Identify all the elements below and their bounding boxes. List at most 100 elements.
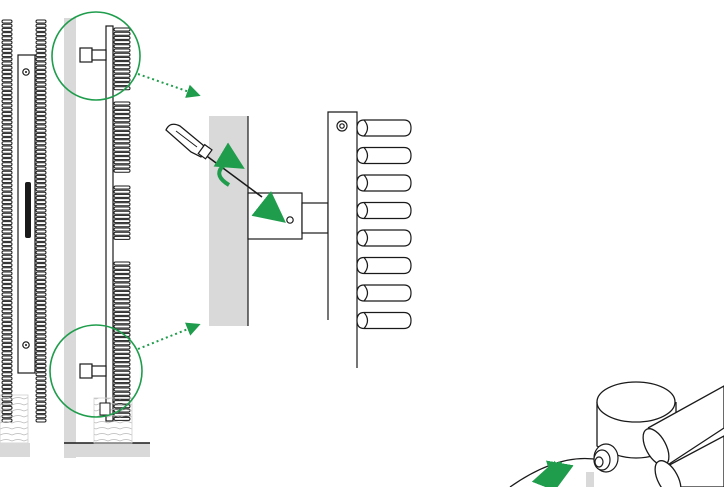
fin-icon <box>35 363 47 368</box>
fin-icon <box>35 187 47 192</box>
fin-icon <box>35 53 47 58</box>
fin-icon <box>113 168 131 173</box>
fin-icon <box>113 379 131 384</box>
fin-icon <box>35 195 47 200</box>
fin-icon <box>1 347 13 352</box>
fin-icon <box>113 345 131 350</box>
fin-icon <box>356 256 412 275</box>
fin-icon <box>1 78 13 83</box>
fin-icon <box>1 166 13 171</box>
fin-icon <box>113 198 131 203</box>
fin-icon <box>356 174 412 192</box>
fin-icon <box>113 73 131 78</box>
fin-icon <box>113 349 131 354</box>
fin-icon <box>35 229 47 234</box>
fin-icon <box>356 229 412 247</box>
fin-icon <box>35 250 47 255</box>
fin-icon <box>35 153 47 158</box>
fin-icon <box>356 284 412 302</box>
fin-icon <box>35 300 47 305</box>
fin-icon <box>113 65 131 70</box>
fin-icon <box>1 384 13 389</box>
fin-icon <box>35 82 47 87</box>
fin-icon <box>1 246 13 251</box>
fin-icon <box>1 204 13 209</box>
zoom-circle-top <box>51 11 141 101</box>
fin-icon <box>1 321 13 326</box>
fin-icon <box>35 174 47 179</box>
fin-icon <box>35 19 47 24</box>
fin-icon <box>35 279 47 284</box>
fin-icon <box>35 216 47 221</box>
callout-arrow-top <box>137 73 201 98</box>
fin-icon <box>35 179 47 184</box>
fin-icon <box>35 32 47 37</box>
fin-icon <box>35 103 47 108</box>
fin-icon <box>35 200 47 205</box>
fin-edge <box>363 119 369 137</box>
fin-icon <box>35 380 47 385</box>
fin-icon <box>35 271 47 276</box>
fin-icon <box>1 74 13 79</box>
fin-icon <box>1 342 13 347</box>
fin-icon <box>113 265 131 270</box>
fin-icon <box>113 185 131 190</box>
fin-icon <box>113 290 131 295</box>
fin-icon <box>1 263 13 268</box>
fin-icon <box>35 334 47 339</box>
fin-icon <box>1 216 13 221</box>
fin-icon <box>35 368 47 373</box>
fin-icon <box>35 120 47 125</box>
fin-icon <box>1 212 13 217</box>
fin-icon <box>113 320 131 325</box>
handle-icon <box>25 182 31 238</box>
fin-icon <box>356 119 412 330</box>
fin-icon <box>1 275 13 280</box>
fin-icon <box>35 355 47 360</box>
fin-icon <box>1 242 13 247</box>
fin-icon <box>113 48 131 53</box>
fin-icon <box>113 31 131 36</box>
fin-icon <box>1 376 13 381</box>
fin-icon <box>35 27 47 32</box>
fin-icon <box>1 363 13 368</box>
fin-icon <box>113 370 131 375</box>
fin-icon <box>113 118 131 123</box>
fin-icon <box>35 275 47 280</box>
fin-icon <box>113 164 131 169</box>
fin-icon <box>113 143 131 148</box>
fin-icon <box>35 208 47 213</box>
fin-icon <box>113 227 131 232</box>
fin-icon <box>35 69 47 74</box>
fin-icon <box>35 384 47 389</box>
fin-icon <box>113 366 131 371</box>
radiator-profile <box>327 111 358 368</box>
fin-icon <box>35 48 47 53</box>
fin-icon <box>113 139 131 144</box>
fin-icon <box>35 212 47 217</box>
fin-icon <box>35 410 47 415</box>
fin-icon <box>35 326 47 331</box>
fin-icon <box>113 219 131 224</box>
fin-icon <box>35 347 47 352</box>
fin-icon <box>113 286 131 291</box>
fin-icon <box>35 288 47 293</box>
floor-icon <box>0 394 30 457</box>
fin-icon <box>1 116 13 121</box>
insert-arrow-icon <box>251 191 286 223</box>
fin-icon <box>1 90 13 95</box>
fin-icon <box>1 389 13 394</box>
fin-icon <box>1 111 13 116</box>
fin-edge <box>363 147 369 164</box>
fin-icon <box>35 36 47 41</box>
fin-icon <box>1 288 13 293</box>
fin-icon <box>113 147 131 152</box>
fin-icon <box>1 338 13 343</box>
fin-icon <box>35 258 47 263</box>
pipe-valve-detail <box>509 381 724 487</box>
fin-icon <box>1 128 13 133</box>
fin-icon <box>113 44 131 49</box>
fin-icon <box>113 362 131 367</box>
fin-icon <box>1 19 13 24</box>
fin-icon <box>1 200 13 205</box>
